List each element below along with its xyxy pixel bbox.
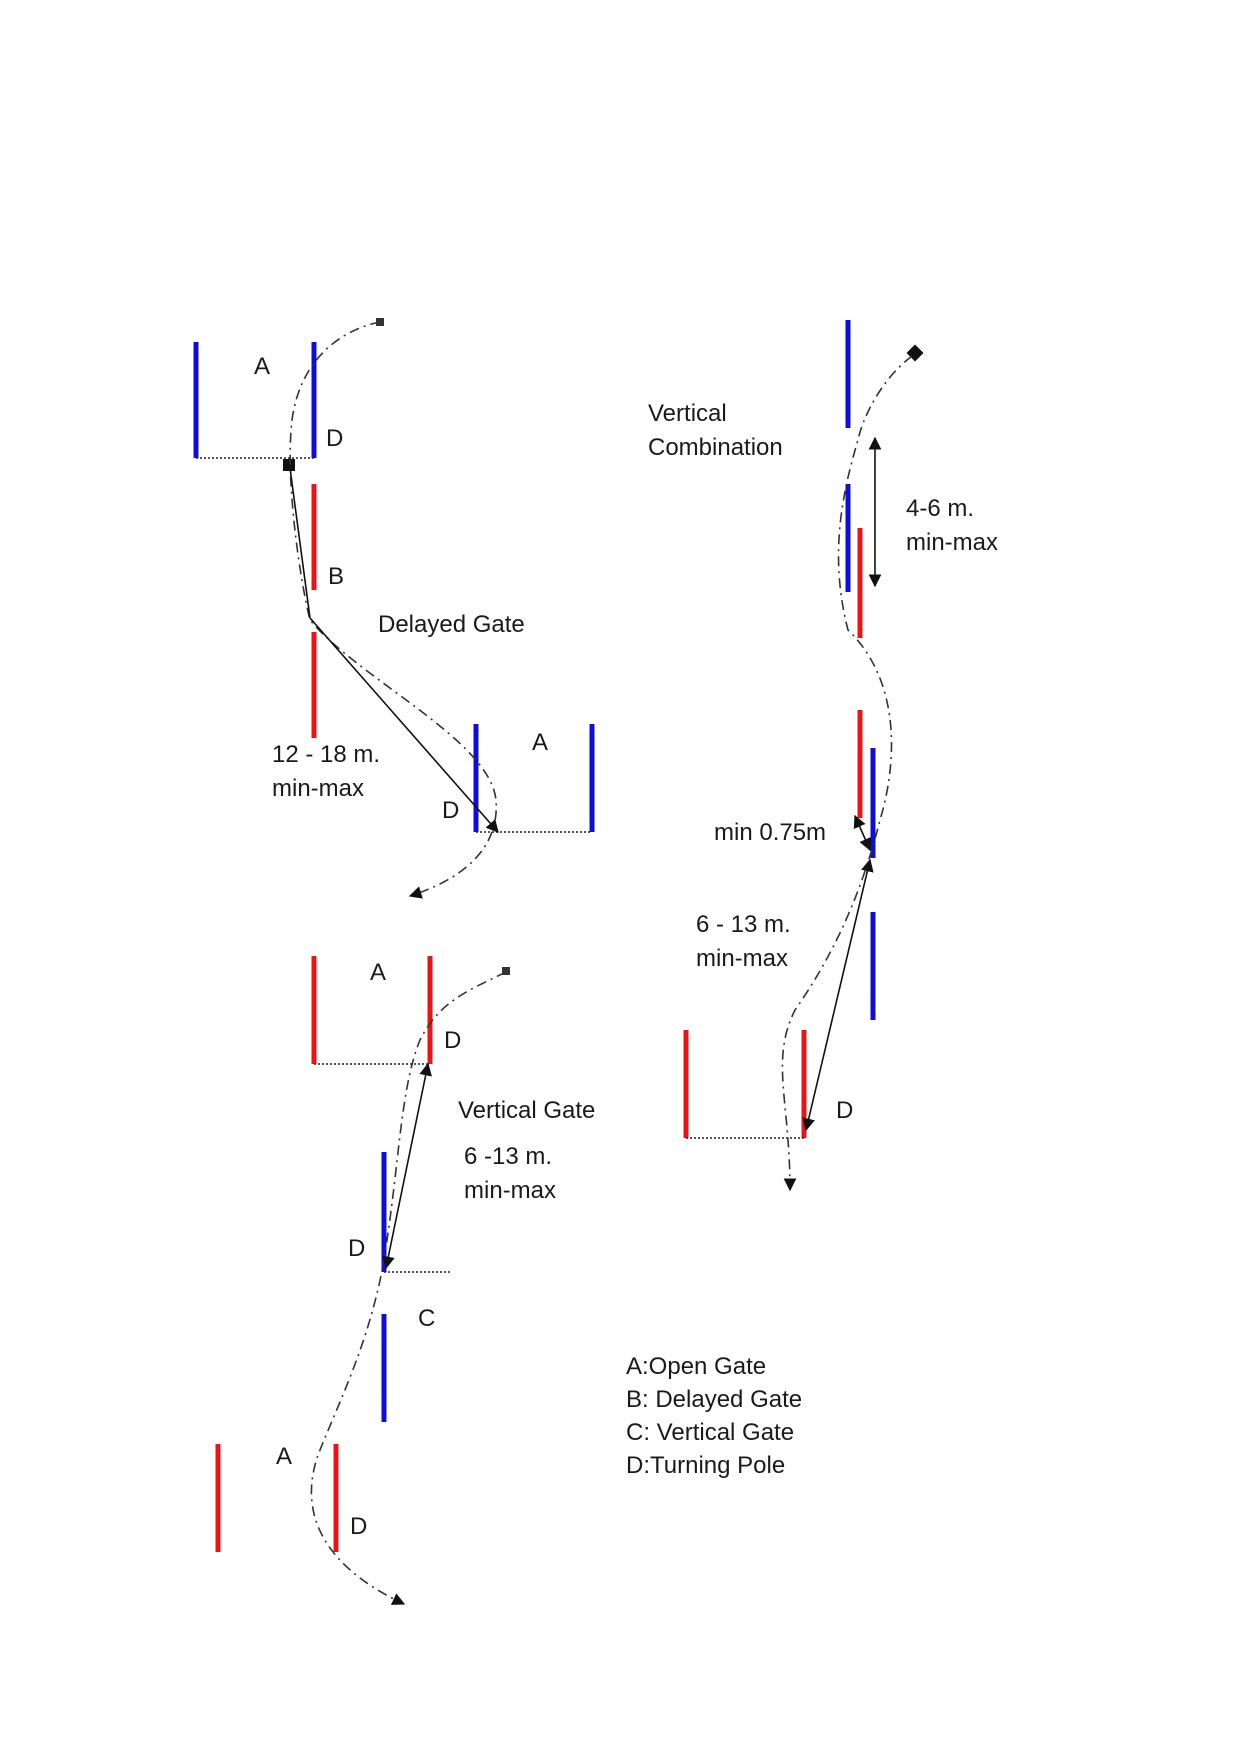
legend-item: B: Delayed Gate xyxy=(626,1386,802,1413)
min-distance-label: min 0.75m xyxy=(714,819,826,846)
vertical-combination-section: Vertical Combination 4-6 m. min-max min … xyxy=(648,320,998,1192)
distance-label: min-max xyxy=(906,529,998,556)
delayed-gate-label: Delayed Gate xyxy=(378,611,525,638)
distance-arrow xyxy=(309,617,499,833)
distance-arrow xyxy=(289,467,311,619)
gate-letter: A xyxy=(254,353,270,380)
section-title: Combination xyxy=(648,434,783,461)
distance-label: min-max xyxy=(696,945,788,972)
distance-label: 6 - 13 m. xyxy=(696,911,791,938)
section-title: Vertical xyxy=(648,400,727,427)
ski-path xyxy=(781,355,913,1192)
ski-path xyxy=(310,971,507,1605)
legend: A:Open Gate B: Delayed Gate C: Vertical … xyxy=(626,1353,802,1479)
distance-label: 6 -13 m. xyxy=(464,1143,552,1170)
distance-label: min-max xyxy=(272,775,364,802)
legend-item: A:Open Gate xyxy=(626,1353,766,1380)
turning-pole-letter: D xyxy=(836,1097,853,1124)
distance-label: 4-6 m. xyxy=(906,495,974,522)
turning-pole-letter: D xyxy=(442,797,459,824)
gate-letter: A xyxy=(276,1443,292,1470)
ski-path xyxy=(289,321,497,899)
distance-label: 12 - 18 m. xyxy=(272,741,380,768)
distance-label: min-max xyxy=(464,1177,556,1204)
turning-pole-letter: D xyxy=(444,1027,461,1054)
gate-letter: A xyxy=(532,729,548,756)
vertical-gate-section: A D Vertical Gate 6 -13 m. min-max D C A… xyxy=(215,956,595,1605)
delayed-gate-section: A D B Delayed Gate 12 - 18 m. min-max D … xyxy=(193,318,595,899)
gate-letter: A xyxy=(370,959,386,986)
turning-pole-letter: D xyxy=(326,425,343,452)
turning-pole-letter: D xyxy=(348,1235,365,1262)
start-marker xyxy=(283,459,295,471)
start-marker xyxy=(502,967,510,975)
gate-letter: B xyxy=(328,563,344,590)
min-distance-arrow xyxy=(853,814,872,852)
turning-pole-letter: D xyxy=(350,1513,367,1540)
vertical-gate-label: Vertical Gate xyxy=(458,1097,595,1124)
distance-arrow xyxy=(802,858,874,1132)
legend-item: D:Turning Pole xyxy=(626,1452,785,1479)
gate-letter: C xyxy=(418,1305,435,1332)
legend-item: C: Vertical Gate xyxy=(626,1419,794,1446)
distance-arrow xyxy=(382,1062,432,1270)
